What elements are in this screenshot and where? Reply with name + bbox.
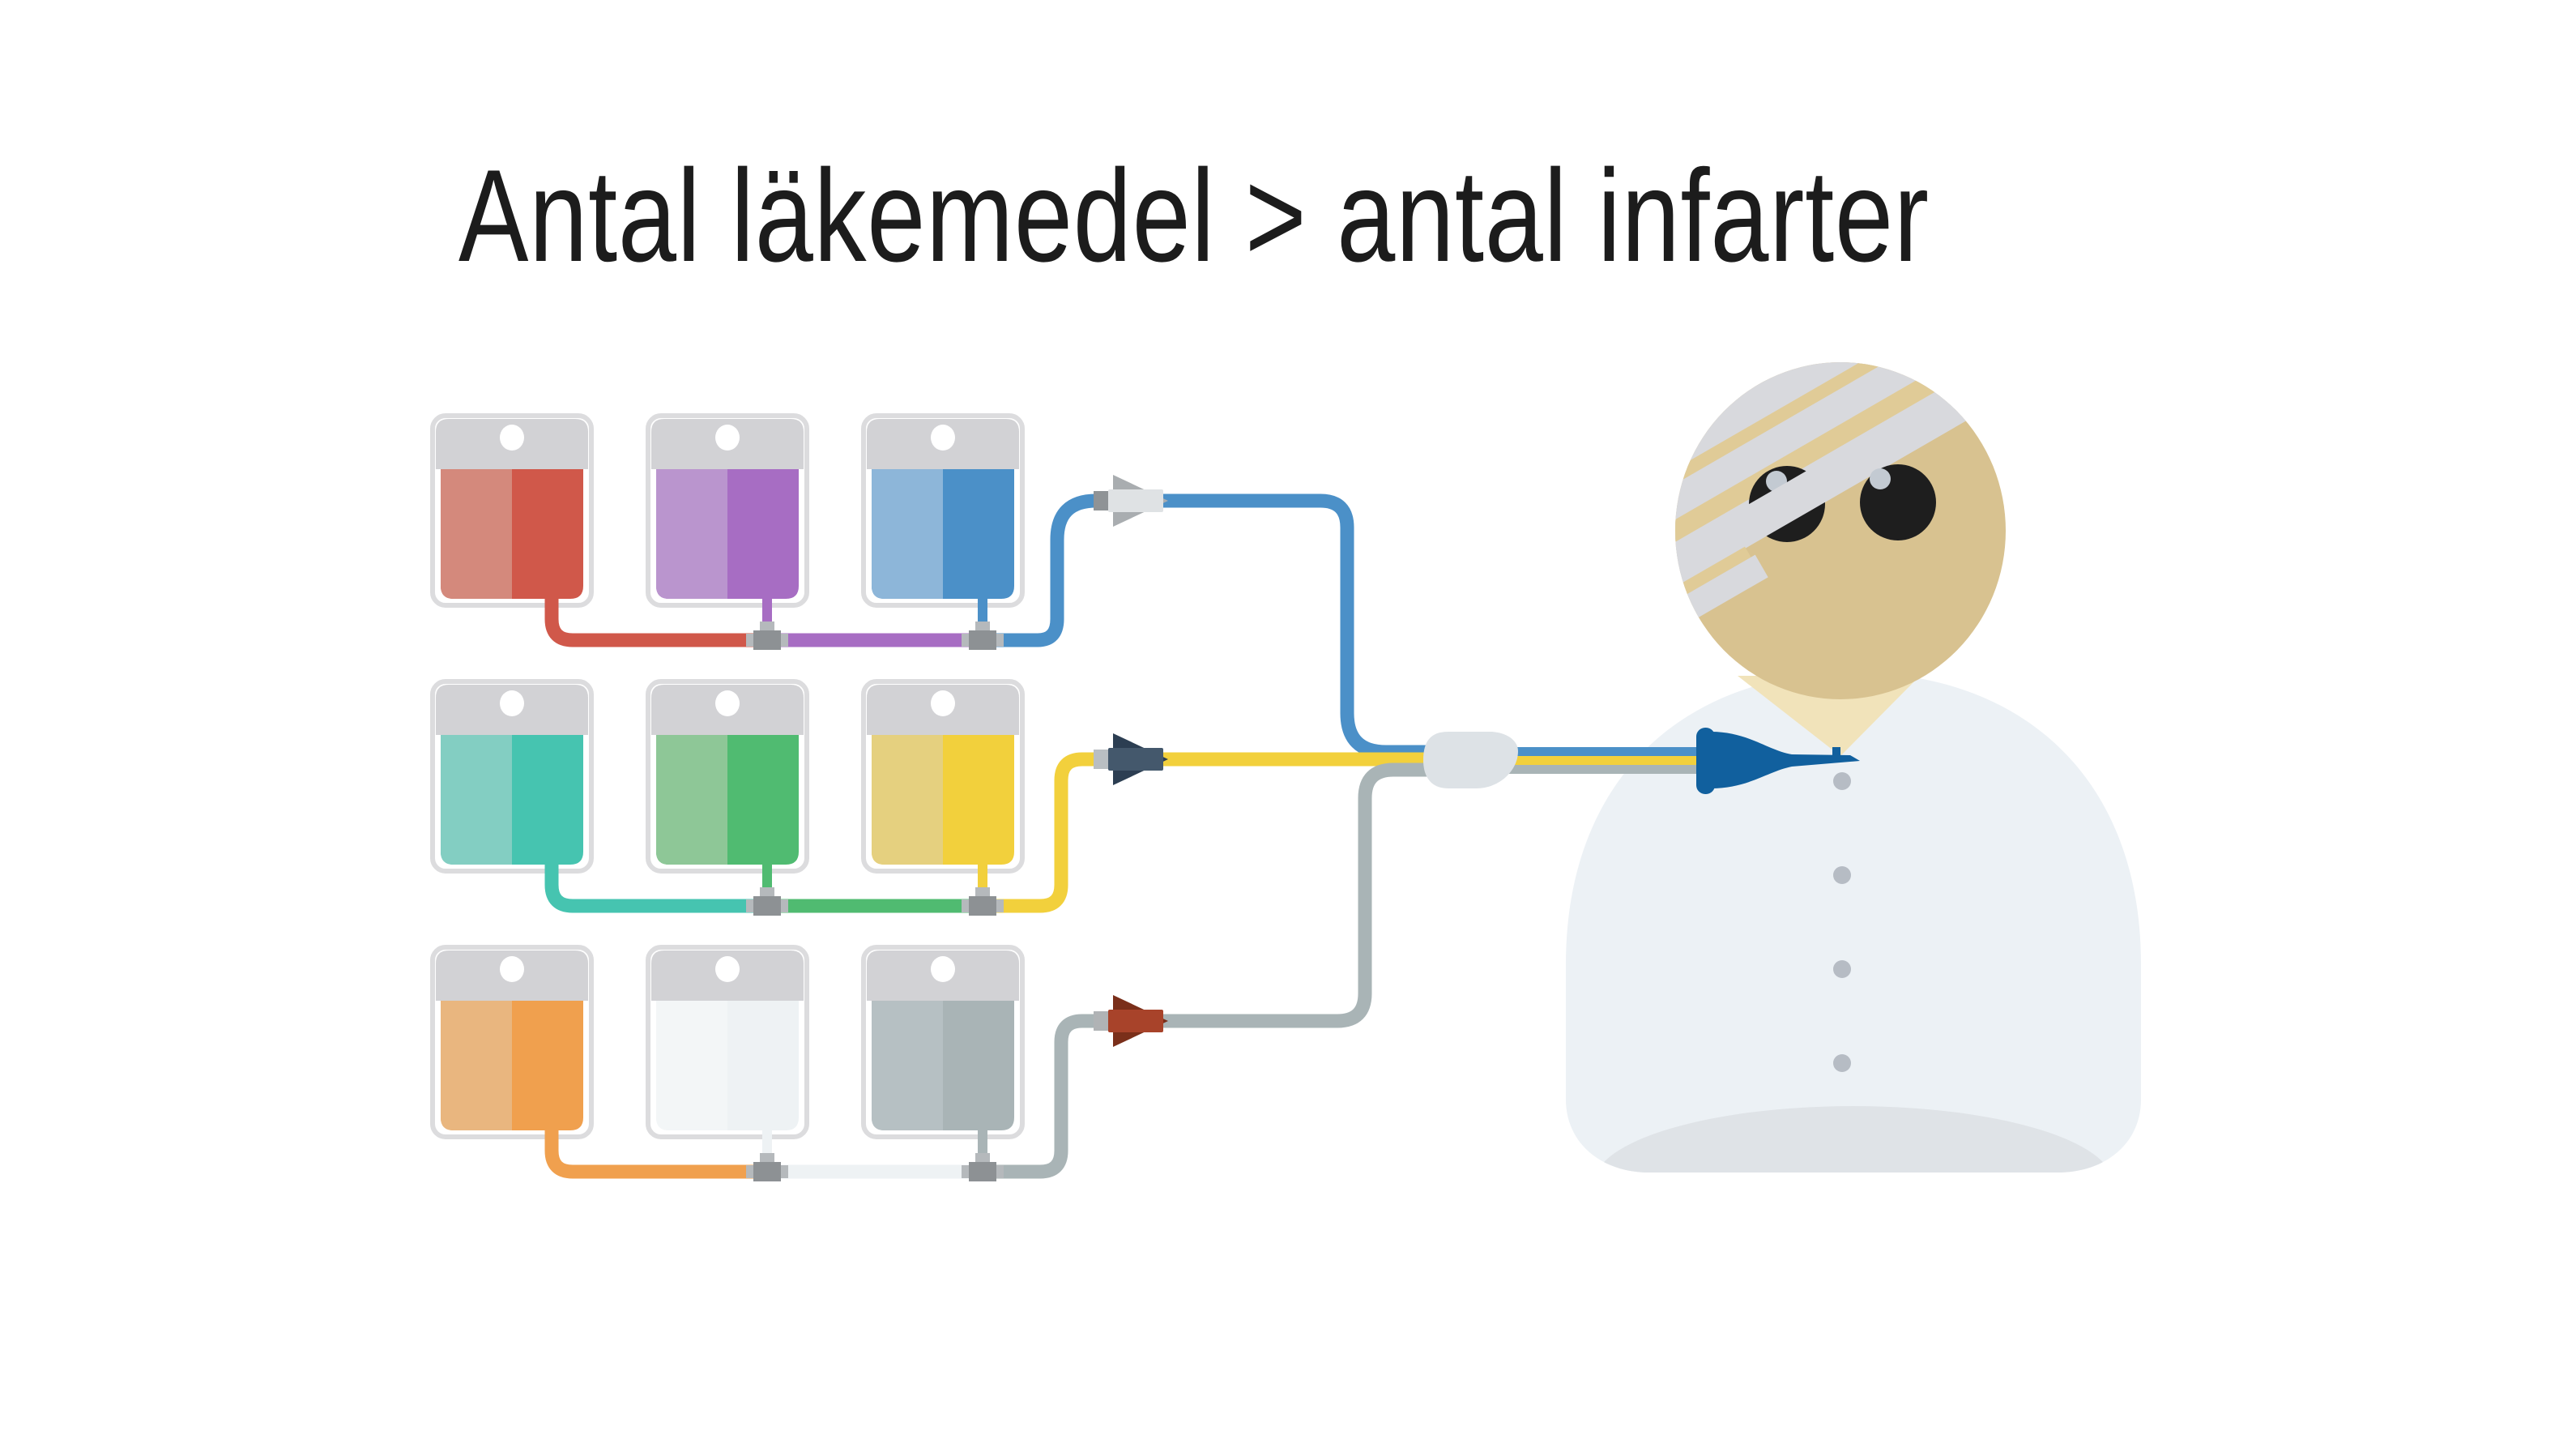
patient-head [1675,362,2006,699]
bag-fluid-light [656,735,727,865]
port-stub-gray [978,1124,987,1162]
connector-body [1108,1010,1163,1032]
needle-flange [1696,728,1715,794]
bag-fluid-light [872,1001,943,1130]
port-stub-white [762,1124,772,1162]
connector-navy-luer [1094,733,1168,785]
shirt-button [1833,866,1851,884]
bandage-stripe [1675,362,2006,608]
bag-hang-hole [500,690,524,716]
t-junction [962,1153,1004,1181]
slide-title: Antal läkemedel > antal infarter [458,143,1930,289]
bag-hang-hole [500,956,524,982]
port-stub-purple [762,592,772,630]
bandage-lower-band [1675,554,1768,699]
connector-collar [1094,1011,1108,1031]
t-junction [962,622,1004,650]
t-junction [962,887,1004,916]
bag-fluid-light [441,469,512,599]
tube-teal-segment [544,860,755,913]
shirt-button [1833,1054,1851,1072]
combined-line-blue [1507,747,1703,756]
tube-orange-segment [544,1126,755,1179]
bag-fluid-light [441,735,512,865]
iv-bag-gray [861,945,1025,1139]
connector-body [1108,489,1163,512]
tube-gray-line [996,762,1466,1179]
needle-cone [1711,732,1860,788]
bag-fluid-light [656,469,727,599]
combined-line-gray [1507,765,1703,774]
iv-bag-orange [430,945,594,1139]
combined-line [1507,747,1703,774]
bag-hang-hole [931,425,955,451]
bag-hang-hole [931,690,955,716]
manifold [1423,732,1518,788]
bag-hang-hole [715,956,740,982]
bag-fluid-light [656,1001,727,1130]
needle-barb [1832,747,1840,755]
port-stub-yellow [978,858,987,896]
shirt-button [1833,960,1851,978]
combined-line-yellow [1507,756,1703,765]
iv-bag-teal [430,679,594,874]
catheter-needle [1696,728,1860,794]
bag-fluid-light [441,1001,512,1130]
shirt-buttons [1833,772,1851,1072]
tube-red-segment [544,594,755,647]
port-stub-green [762,858,772,896]
bag-fluid-light [872,469,943,599]
row-tubing [544,592,987,1179]
t-junction [746,622,788,650]
connector-collar [1094,750,1108,769]
bandage-stripe [1675,546,1751,695]
iv-bag-green [646,679,809,874]
connector-gray-luer [1094,475,1168,527]
luer-connectors [1094,475,1168,1047]
t-junctions [746,622,1004,1181]
iv-bag-blue [861,413,1025,608]
bag-hang-hole [715,425,740,451]
connector-rust-luer [1094,995,1168,1047]
bag-hang-hole [931,956,955,982]
eye-highlight [1870,468,1891,489]
port-stub-blue [978,592,987,630]
neck-collar [1738,676,1920,756]
iv-bag-red [430,413,594,608]
connector-body [1108,748,1163,771]
iv-bag-grid [430,413,1025,1139]
iv-bag-purple [646,413,809,608]
t-junction [746,1153,788,1181]
right-eye [1860,464,1936,540]
shirt-hem [1594,1106,2113,1173]
bag-hang-hole [500,425,524,451]
shirt-button [1833,772,1851,790]
merge-tubing [996,493,1474,1179]
patient-body [1566,673,2141,1173]
connector-collar [1094,491,1108,510]
bandage-stripe [1675,362,2006,651]
t-junction [746,887,788,916]
iv-bag-yellow [861,679,1025,874]
bag-hang-hole [715,690,740,716]
tube-blue-line [996,493,1458,759]
bag-fluid-light [872,735,943,865]
tube-yellow-line [996,752,1474,913]
iv-bag-white [646,945,809,1139]
